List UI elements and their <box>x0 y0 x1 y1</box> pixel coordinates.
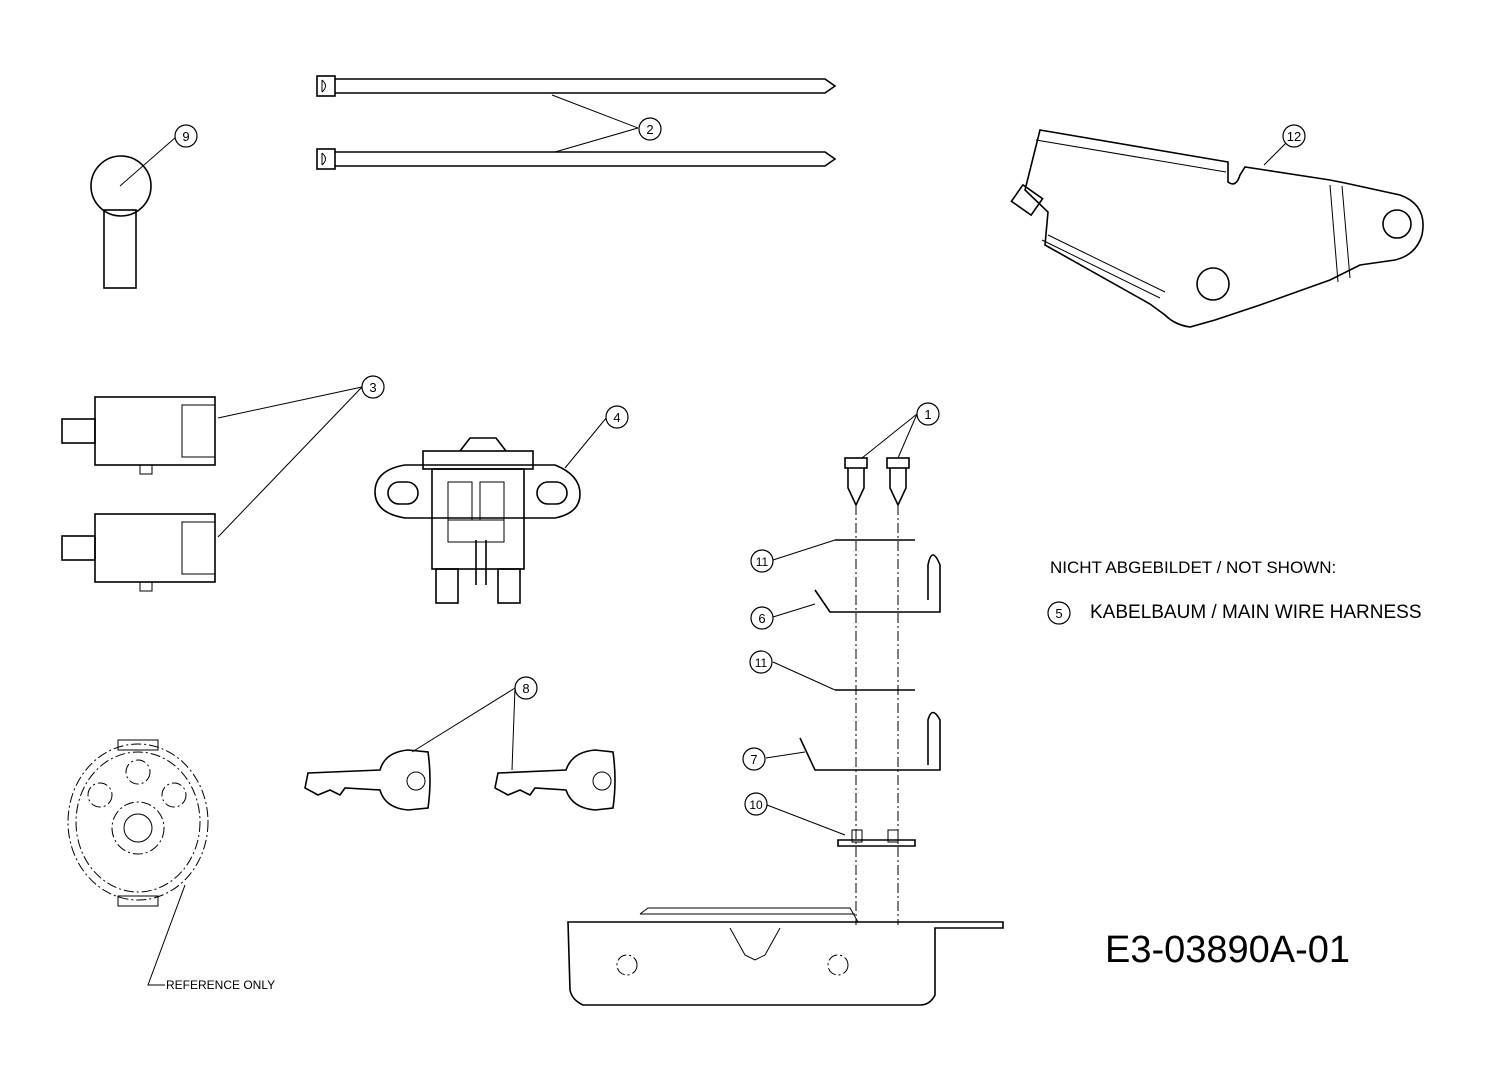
svg-text:12: 12 <box>1287 129 1301 144</box>
callout-6: 6 <box>750 606 774 630</box>
callout-1: 1 <box>916 402 940 426</box>
callout-11-bottom: 11 <box>749 650 773 674</box>
callout-5: 5 <box>1047 601 1071 625</box>
callout-3: 3 <box>361 375 385 399</box>
callout-10: 10 <box>744 792 768 816</box>
svg-text:7: 7 <box>750 752 757 767</box>
callout-2: 2 <box>638 117 662 141</box>
keys-part-8 <box>304 687 616 811</box>
callout-9: 9 <box>174 124 198 148</box>
svg-text:2: 2 <box>646 122 653 137</box>
callout-11-top: 11 <box>750 549 774 573</box>
bracket-plate-part-12 <box>1010 129 1424 328</box>
ignition-switch-reference <box>67 739 209 986</box>
svg-text:10: 10 <box>749 798 763 812</box>
not-shown-heading: NICHT ABGEBILDET / NOT SHOWN: <box>1050 558 1336 577</box>
callout-12: 12 <box>1282 124 1306 148</box>
drawing-number: E3-03890A-01 <box>1105 929 1350 971</box>
cable-tie-part-2 <box>316 75 837 170</box>
svg-text:1: 1 <box>924 407 931 422</box>
battery-strap-assembly <box>567 413 1004 1006</box>
svg-text:5: 5 <box>1055 606 1062 621</box>
svg-text:11: 11 <box>756 555 769 569</box>
ignition-switch-part-4 <box>374 416 608 604</box>
svg-text:4: 4 <box>613 410 620 425</box>
main-wire-harness-label: KABELBAUM / MAIN WIRE HARNESS <box>1090 602 1422 623</box>
svg-text:11: 11 <box>755 656 768 670</box>
callout-4: 4 <box>605 405 629 429</box>
callout-8: 8 <box>514 676 538 700</box>
knob-part-9 <box>90 136 177 289</box>
svg-text:9: 9 <box>182 129 189 144</box>
svg-text:8: 8 <box>522 681 529 696</box>
plunger-switches-part-3 <box>61 386 363 592</box>
reference-only-label: REFERENCE ONLY <box>166 978 275 992</box>
svg-text:3: 3 <box>369 380 376 395</box>
callout-7: 7 <box>742 747 766 771</box>
svg-text:6: 6 <box>758 611 765 626</box>
